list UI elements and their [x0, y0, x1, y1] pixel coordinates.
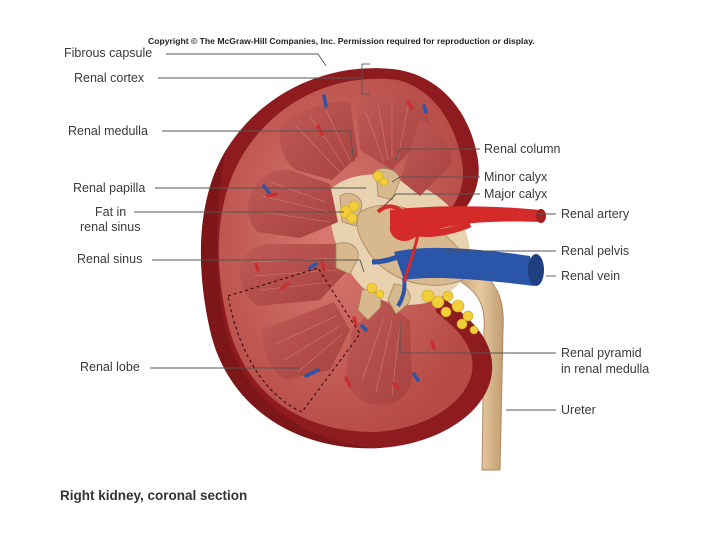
copyright-notice: Copyright © The McGraw-Hill Companies, I…: [148, 36, 535, 46]
label-renal-papilla: Renal papilla: [73, 181, 145, 195]
label-fibrous-capsule: Fibrous capsule: [64, 46, 152, 60]
label-major-calyx: Major calyx: [484, 187, 547, 201]
label-renal-lobe: Renal lobe: [80, 360, 140, 374]
label-renal-medulla: Renal medulla: [68, 124, 148, 138]
label-fat-in-renal-sinus-line2: renal sinus: [80, 220, 140, 234]
label-renal-cortex: Renal cortex: [74, 71, 144, 85]
label-ureter: Ureter: [561, 403, 596, 417]
label-renal-artery: Renal artery: [561, 207, 629, 221]
label-renal-sinus: Renal sinus: [77, 252, 142, 266]
label-renal-vein: Renal vein: [561, 269, 620, 283]
figure-caption: Right kidney, coronal section: [60, 488, 247, 503]
label-renal-pyramid-line1: Renal pyramid: [561, 346, 642, 360]
label-fat-in-renal-sinus-line1: Fat in: [95, 205, 126, 219]
label-minor-calyx: Minor calyx: [484, 170, 547, 184]
label-renal-pelvis: Renal pelvis: [561, 244, 629, 258]
label-renal-column: Renal column: [484, 142, 560, 156]
label-renal-pyramid-line2: in renal medulla: [561, 362, 649, 376]
